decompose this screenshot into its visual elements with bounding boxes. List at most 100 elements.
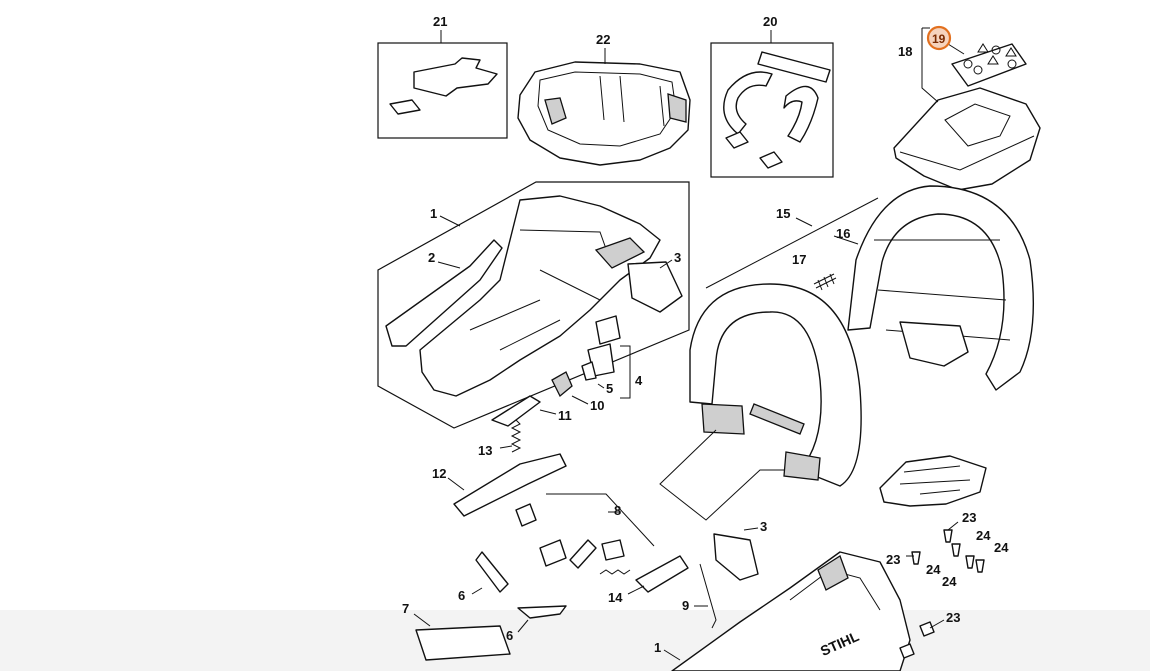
bottom-fade	[0, 610, 1150, 671]
callout-2: 2	[428, 250, 435, 265]
leader-3a	[659, 259, 673, 269]
callout-3a: 3	[674, 250, 681, 265]
part-10-lock	[551, 371, 573, 398]
part-8-lever-c	[601, 539, 625, 561]
part-15-grip-block	[701, 403, 745, 435]
callout-14: 14	[608, 590, 623, 605]
leader-3b	[743, 527, 759, 531]
part-20-pad-right	[783, 85, 819, 143]
part-16-mount	[899, 321, 969, 367]
part-6-bracket-a	[475, 551, 509, 593]
callout-19: 19	[932, 32, 946, 46]
part-7-grille	[415, 625, 511, 661]
callout-10: 10	[590, 398, 604, 413]
leader-23c	[929, 619, 945, 629]
leader-18	[921, 28, 939, 103]
part-1-lower-housing	[671, 551, 911, 671]
part-8-lever-a	[539, 539, 567, 567]
callout-1b: 1	[654, 640, 661, 655]
part-20-pad-small-b	[759, 151, 783, 169]
callout-23a: 23	[962, 510, 976, 525]
part-20-strip	[757, 51, 831, 83]
part-6-bracket-b	[517, 605, 567, 619]
part-12-throttle-rod	[453, 453, 567, 517]
part-15-guard-wire	[659, 429, 790, 521]
part-16-bar-handle	[847, 185, 1035, 391]
leader-1b	[663, 649, 681, 661]
callout-5: 5	[606, 381, 613, 396]
callout-24b: 24	[994, 540, 1009, 555]
callout-23b: 23	[886, 552, 900, 567]
callout-23c: 23	[946, 610, 960, 625]
callout-11: 11	[558, 408, 572, 423]
leader-7	[413, 613, 431, 627]
part-4-lever-assembly	[587, 315, 621, 377]
callout-3b: 3	[760, 519, 767, 534]
part-21-group	[377, 42, 508, 139]
part-3-foam-b	[713, 533, 759, 581]
part-5-pin	[581, 361, 597, 381]
part-8-spring	[599, 569, 631, 575]
part-15-loop-handle	[689, 283, 862, 487]
leader-2	[437, 261, 461, 269]
part-13-spring	[510, 419, 522, 453]
part-9-wire	[699, 563, 717, 629]
leader-4	[620, 345, 631, 399]
part-15-clamp	[783, 451, 821, 481]
part-20-pad-small-a	[725, 131, 749, 149]
part-1-group	[377, 181, 690, 429]
leader-23a	[947, 521, 959, 531]
leader-14	[627, 585, 645, 595]
part-21-decal-small	[389, 99, 421, 115]
leader-13	[499, 445, 513, 449]
callout-20: 20	[763, 14, 777, 29]
callout-21: 21	[433, 14, 447, 29]
part-18-cover	[893, 87, 1041, 191]
callout-24a: 24	[976, 528, 991, 543]
callout-22: 22	[596, 32, 610, 47]
leader-1a	[439, 215, 461, 227]
screw-group	[899, 529, 985, 659]
part-20-box	[710, 42, 834, 178]
part-17-spring	[813, 273, 837, 291]
callout-13: 13	[478, 443, 492, 458]
callout-6b: 6	[506, 628, 513, 643]
callout-8: 8	[614, 503, 621, 518]
part-3-foam-a	[627, 261, 683, 313]
part-21-box	[377, 42, 508, 139]
callout-6a: 6	[458, 588, 465, 603]
leader-5	[597, 383, 605, 389]
callout-16: 16	[836, 226, 850, 241]
leader-12	[447, 477, 465, 491]
leader-6a	[471, 587, 483, 595]
leader-16	[833, 235, 859, 245]
callout-15: 15	[776, 206, 790, 221]
part-8-clip	[515, 503, 537, 527]
part-8-lever-b	[569, 539, 597, 569]
leader-8-box	[546, 493, 655, 547]
part-base-plate	[879, 455, 987, 507]
callout-24d: 24	[942, 574, 957, 589]
callout-4: 4	[635, 373, 643, 388]
part-1-box	[377, 181, 690, 429]
callout-1a: 1	[430, 206, 437, 221]
part-20-pad-left	[723, 71, 773, 135]
leader-15	[795, 217, 813, 227]
callout-24c: 24	[926, 562, 941, 577]
callout-19-highlight-ring	[926, 25, 952, 51]
part-20-group	[710, 42, 834, 178]
callout-17: 17	[792, 252, 806, 267]
leader-11	[539, 409, 557, 415]
part-2-handle-half	[385, 239, 503, 347]
part-19-decal	[951, 43, 1027, 87]
callout-12: 12	[432, 466, 446, 481]
leader-6b	[517, 619, 529, 633]
callout-9: 9	[682, 598, 689, 613]
part-15-foam-strip	[749, 403, 805, 435]
leader-15-box	[705, 197, 879, 289]
part-21-decal-large	[413, 57, 498, 97]
leader-10	[571, 395, 589, 405]
part-22-cover	[517, 61, 691, 166]
part-11-trigger	[491, 395, 541, 427]
